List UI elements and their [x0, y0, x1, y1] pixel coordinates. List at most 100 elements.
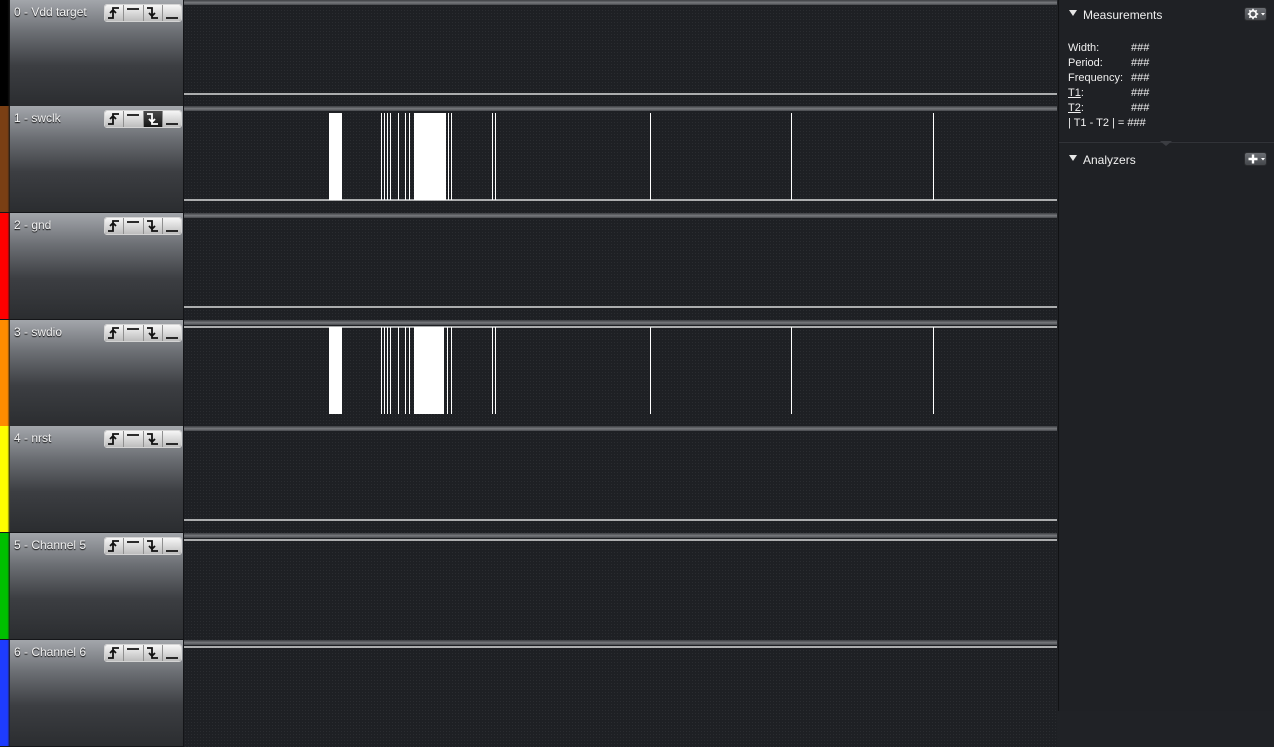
- trigger-high-level-button[interactable]: [123, 431, 143, 447]
- channel-plot[interactable]: [184, 0, 1057, 107]
- falling-edge-icon: [146, 540, 158, 552]
- trigger-high-level-button[interactable]: [123, 538, 143, 554]
- measurements-header[interactable]: Measurements: [1059, 2, 1274, 26]
- trigger-falling-edge-button[interactable]: [142, 538, 162, 554]
- trigger-falling-edge-button[interactable]: [142, 645, 162, 661]
- trigger-high-level-button[interactable]: [123, 5, 143, 21]
- falling-edge-icon: [146, 7, 158, 19]
- channel-color-strip: [0, 320, 10, 426]
- measurement-row: Frequency:###: [1068, 71, 1149, 86]
- measurement-label: Width:: [1068, 41, 1131, 56]
- measurement-label-text: Frequency:: [1068, 72, 1124, 84]
- measurement-label-suffix: :: [1080, 87, 1084, 99]
- measurement-row: Period:###: [1068, 56, 1149, 71]
- channel-name[interactable]: 6 - Channel 6: [14, 645, 87, 659]
- trigger-high-level-button[interactable]: [123, 218, 143, 234]
- measurement-label[interactable]: T2:: [1068, 101, 1131, 116]
- falling-edge-icon: [146, 327, 158, 339]
- channel-plot[interactable]: [184, 426, 1057, 533]
- channel-label[interactable]: 6 - Channel 6: [0, 640, 184, 747]
- trigger-high-level-button[interactable]: [123, 111, 143, 127]
- trigger-low-level-button[interactable]: [161, 538, 181, 554]
- trigger-rising-edge-button[interactable]: [105, 218, 124, 234]
- trigger-falling-edge-button[interactable]: [142, 431, 162, 447]
- channel-name[interactable]: 2 - gnd: [14, 218, 52, 232]
- measurement-row: T1:###: [1068, 86, 1149, 101]
- measurements-settings-button[interactable]: [1244, 7, 1267, 21]
- measurement-label[interactable]: T1:: [1068, 86, 1131, 101]
- collapse-triangle-icon[interactable]: [1069, 155, 1077, 161]
- trigger-low-level-button[interactable]: [161, 5, 181, 21]
- channel-label[interactable]: 0 - Vdd target: [0, 0, 184, 107]
- signal-pulse: [405, 113, 406, 200]
- channel-plot[interactable]: [184, 106, 1057, 213]
- trigger-low-level-button[interactable]: [161, 431, 181, 447]
- channel-label[interactable]: 1 - swclk: [0, 106, 184, 213]
- channel-label[interactable]: 4 - nrst: [0, 426, 184, 533]
- channel-label[interactable]: 3 - swdio: [0, 320, 184, 427]
- channel-name[interactable]: 1 - swclk: [14, 111, 61, 125]
- measurement-row: | T1 - T2 | =###: [1068, 116, 1149, 131]
- trigger-falling-edge-button[interactable]: [142, 111, 162, 127]
- channel-plot[interactable]: [184, 640, 1057, 747]
- trigger-falling-edge-button[interactable]: [142, 325, 162, 341]
- channel-plot[interactable]: [184, 533, 1057, 640]
- analyzers-header[interactable]: Analyzers: [1059, 147, 1274, 171]
- channel-separator: [184, 426, 1057, 431]
- signal-pulse: [381, 113, 382, 200]
- trigger-falling-edge-button[interactable]: [142, 218, 162, 234]
- divider-notch: [1160, 141, 1172, 146]
- trigger-rising-edge-button[interactable]: [105, 645, 124, 661]
- channel-label[interactable]: 2 - gnd: [0, 213, 184, 320]
- signal-pulse: [650, 327, 651, 414]
- channel-label[interactable]: 5 - Channel 5: [0, 533, 184, 640]
- signal-pulse: [381, 327, 382, 414]
- channel-color-strip: [0, 0, 10, 106]
- high-level-icon: [127, 434, 140, 436]
- high-level-icon: [127, 541, 140, 543]
- trigger-rising-edge-button[interactable]: [105, 111, 124, 127]
- signal-pulse: [409, 327, 410, 414]
- trigger-buttons: [104, 430, 182, 448]
- signal-pulse: [329, 327, 342, 414]
- channel-name[interactable]: 0 - Vdd target: [14, 5, 87, 19]
- low-level-icon: [165, 657, 178, 659]
- collapse-triangle-icon[interactable]: [1069, 10, 1077, 16]
- rising-edge-icon: [108, 7, 120, 19]
- trigger-high-level-button[interactable]: [123, 645, 143, 661]
- low-level-icon: [165, 443, 178, 445]
- trigger-low-level-button[interactable]: [161, 111, 181, 127]
- channel-separator: [184, 533, 1057, 538]
- trigger-low-level-button[interactable]: [161, 218, 181, 234]
- trigger-low-level-button[interactable]: [161, 645, 181, 661]
- trigger-rising-edge-button[interactable]: [105, 5, 124, 21]
- add-analyzer-button[interactable]: [1244, 152, 1267, 166]
- trigger-falling-edge-button[interactable]: [142, 5, 162, 21]
- channel-plot[interactable]: [184, 320, 1057, 427]
- channel-name[interactable]: 3 - swdio: [14, 325, 63, 339]
- signal-pulse: [447, 327, 448, 414]
- trigger-high-level-button[interactable]: [123, 325, 143, 341]
- trigger-rising-edge-button[interactable]: [105, 431, 124, 447]
- trigger-low-level-button[interactable]: [161, 325, 181, 341]
- channel-row: 5 - Channel 5: [0, 533, 1058, 640]
- plus-icon: [1248, 154, 1265, 164]
- trigger-buttons: [104, 537, 182, 555]
- channel-plot[interactable]: [184, 213, 1057, 320]
- signal-pulse: [492, 327, 493, 414]
- trigger-rising-edge-button[interactable]: [105, 538, 124, 554]
- channel-separator: [184, 320, 1057, 325]
- trigger-rising-edge-button[interactable]: [105, 325, 124, 341]
- channel-name[interactable]: 5 - Channel 5: [14, 538, 87, 552]
- falling-edge-icon: [146, 220, 158, 232]
- trigger-buttons: [104, 217, 182, 235]
- signal-pulse: [791, 327, 792, 414]
- signal-pulse: [390, 327, 391, 414]
- signal-pulse: [414, 113, 446, 200]
- signal-waveform: [184, 93, 1057, 95]
- channel-name[interactable]: 4 - nrst: [14, 431, 52, 445]
- low-level-icon: [165, 123, 178, 125]
- trigger-buttons: [104, 4, 182, 22]
- high-level-icon: [127, 114, 140, 116]
- trigger-buttons: [104, 644, 182, 662]
